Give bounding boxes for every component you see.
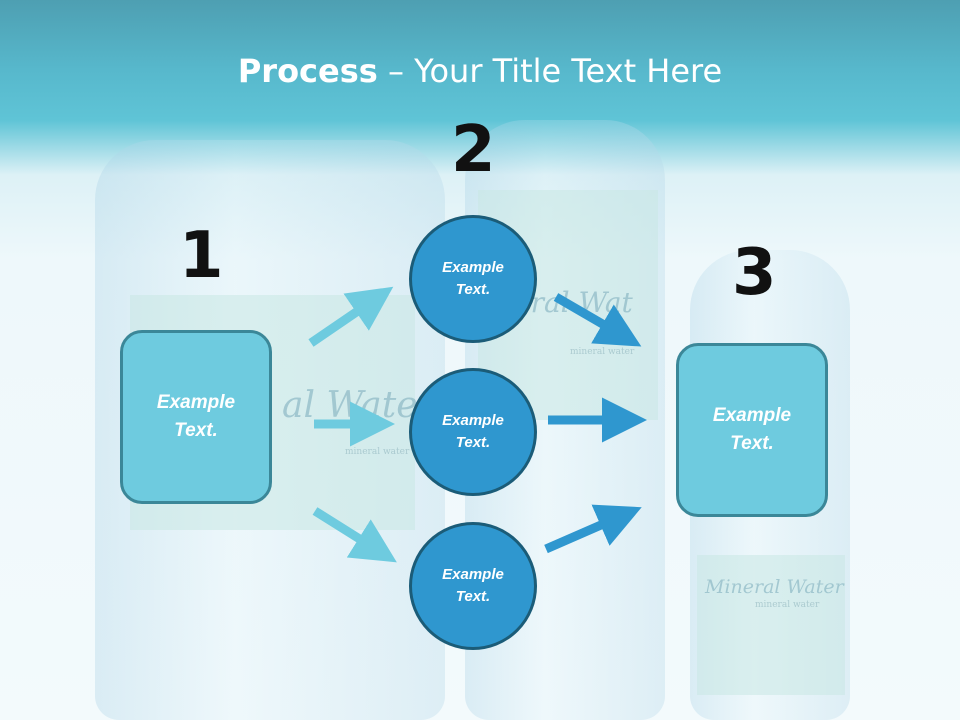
step-2-circle-1: Example Text. (409, 215, 537, 343)
title-rest: – Your Title Text Here (377, 52, 723, 90)
title-bold: Process (237, 52, 378, 90)
arrow-2-to-3-top (553, 293, 642, 347)
step-3-box: Example Text. (676, 343, 828, 517)
step-number-3: 3 (732, 236, 777, 310)
slide-title: Process – Your Title Text Here (0, 52, 960, 90)
step-2-circle-3: Example Text. (409, 522, 537, 650)
bottle-brand-text: Mineral Water (705, 576, 844, 598)
bottle-subtext: mineral water (570, 347, 635, 357)
arrow-2-to-3-bottom (544, 504, 642, 554)
step-number-2: 2 (451, 113, 496, 187)
bottle-subtext: mineral water (345, 447, 410, 457)
step-3-text: Example Text. (712, 404, 792, 455)
step-1-text: Example Text. (156, 391, 236, 442)
step-2-text-2: Example Text. (442, 411, 504, 452)
step-2-text-3: Example Text. (442, 565, 504, 606)
bottle-subtext: mineral water (755, 600, 820, 610)
arrow-1-to-2-top (308, 286, 394, 347)
step-2-circle-2: Example Text. (409, 368, 537, 496)
arrow-1-to-2-bottom (312, 507, 397, 563)
step-number-1: 1 (179, 219, 224, 293)
step-2-text-1: Example Text. (442, 258, 504, 299)
step-1-box: Example Text. (120, 330, 272, 504)
